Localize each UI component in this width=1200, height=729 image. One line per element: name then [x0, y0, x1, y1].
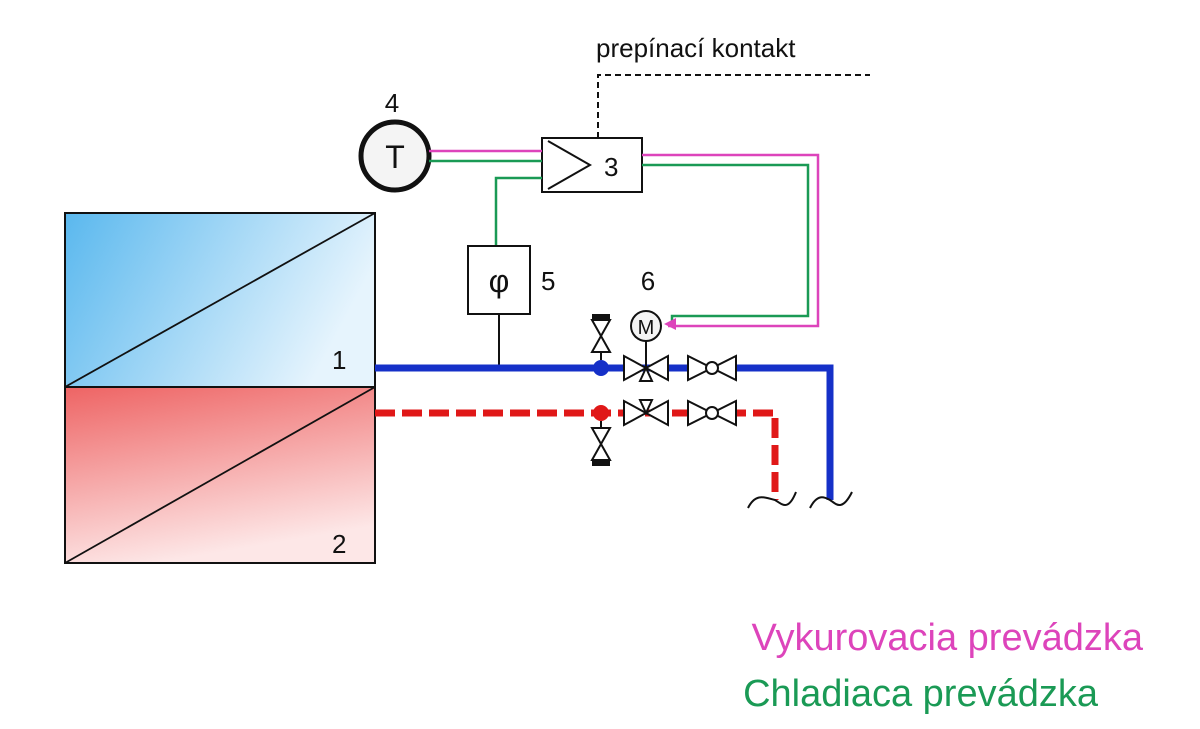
cooling-line-valve [642, 163, 810, 322]
motorized-valve: M 6 [623, 266, 669, 427]
motor-actuator [630, 310, 662, 342]
legend: Vykurovacia prevádzka Chladiaca prevádzk… [743, 617, 1144, 715]
balancing-valve-hot [687, 399, 737, 427]
switch-contact-line [597, 74, 870, 138]
controller: 3 [541, 137, 643, 193]
coil-unit: 1 2 [64, 212, 376, 564]
thermostat-circle [358, 119, 432, 193]
signal-lines [429, 149, 820, 330]
controller-symbol [547, 140, 593, 190]
hot-pipe [375, 405, 797, 509]
cold-pipe-junction [593, 360, 609, 376]
thermostat-symbol: T [385, 139, 405, 175]
humidity-sensor: φ 5 [467, 245, 555, 368]
valve-number: 6 [641, 266, 655, 296]
hot-pipe-end [747, 491, 797, 509]
hot-pipe-line [375, 409, 779, 500]
hot-pipe-junction [593, 405, 609, 421]
thermostat: T 4 [358, 88, 432, 193]
humidity-symbol: φ [489, 263, 510, 299]
valve-port-hot [638, 399, 654, 416]
controller-number: 3 [604, 152, 618, 182]
motor-symbol: M [638, 317, 655, 339]
legend-cooling: Chladiaca prevádzka [743, 673, 1099, 715]
signal-arrowhead [664, 318, 676, 330]
balancing-valve-cold [687, 354, 737, 382]
cold-pipe [375, 360, 853, 509]
cold-pipe-end [809, 491, 853, 509]
switch-contact-label: prepínací kontakt [596, 33, 796, 63]
cooling-coil-diagonal [64, 212, 376, 388]
humidity-sensor-box [467, 245, 531, 315]
legend-heating: Vykurovacia prevádzka [752, 617, 1144, 659]
coil-label-2: 2 [332, 529, 346, 559]
heating-line-valve [642, 153, 820, 328]
coil-label-1: 1 [332, 345, 346, 375]
humidity-number: 5 [541, 266, 555, 296]
valve-port-cold [638, 365, 654, 382]
vent-valve-top [590, 314, 612, 360]
vent-valve-bottom [590, 421, 612, 466]
thermostat-number: 4 [385, 88, 399, 118]
cold-pipe-line [375, 364, 834, 500]
switch-contact: prepínací kontakt [596, 33, 870, 138]
heating-coil-diagonal [64, 386, 376, 564]
cooling-line-humidity [494, 176, 542, 246]
